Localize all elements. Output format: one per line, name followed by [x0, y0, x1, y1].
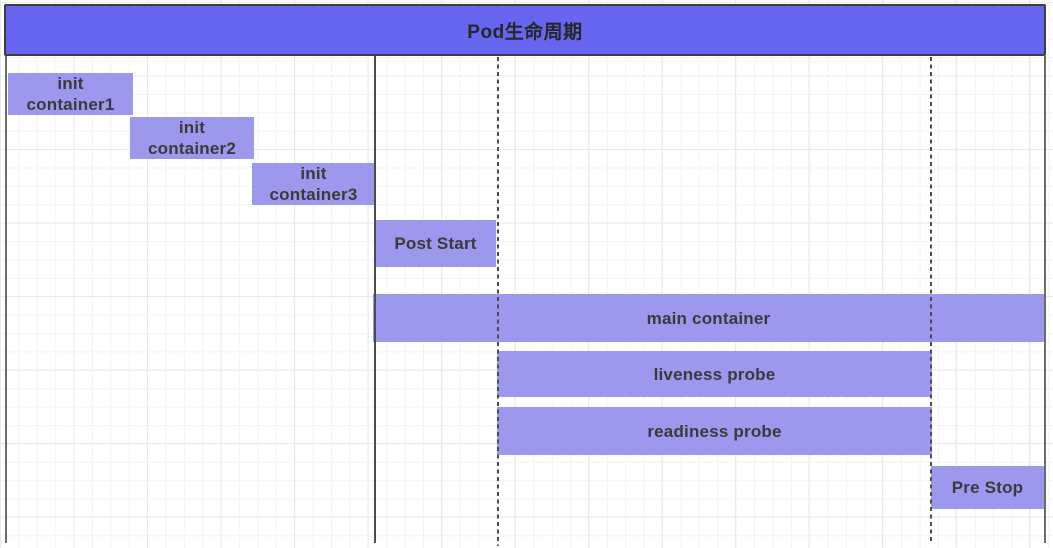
title-bar: Pod生命周期	[4, 4, 1046, 56]
bar-init-container2: init container2	[130, 117, 254, 159]
bar-liveness-probe: liveness probe	[497, 351, 932, 397]
bar-label: init	[300, 164, 327, 183]
bar-label: container2	[148, 139, 236, 158]
frame-left-line	[5, 56, 7, 543]
phase-divider-dashed-2	[930, 57, 932, 543]
bar-label: liveness probe	[653, 364, 776, 384]
title-text: Pod生命周期	[467, 21, 583, 43]
bar-label: container3	[269, 185, 358, 204]
bar-label: Pre Stop	[951, 478, 1024, 497]
bar-init-container3: init container3	[252, 163, 375, 205]
bar-post-start: Post Start	[375, 220, 496, 267]
bar-main-container: main container	[373, 294, 1044, 342]
bar-readiness-probe: readiness probe	[497, 407, 932, 455]
bar-label: main container	[646, 308, 771, 328]
bar-label: Post Start	[394, 234, 477, 253]
phase-divider-solid	[374, 56, 376, 543]
bar-label: readiness probe	[647, 421, 782, 441]
frame-right-line	[1044, 56, 1046, 543]
phase-divider-dashed-1	[497, 57, 499, 546]
bar-label: container1	[26, 95, 115, 114]
bar-label: init	[178, 118, 206, 137]
bar-pre-stop: Pre Stop	[931, 466, 1044, 509]
bar-label: init	[57, 74, 84, 93]
bar-init-container1: init container1	[8, 73, 133, 115]
